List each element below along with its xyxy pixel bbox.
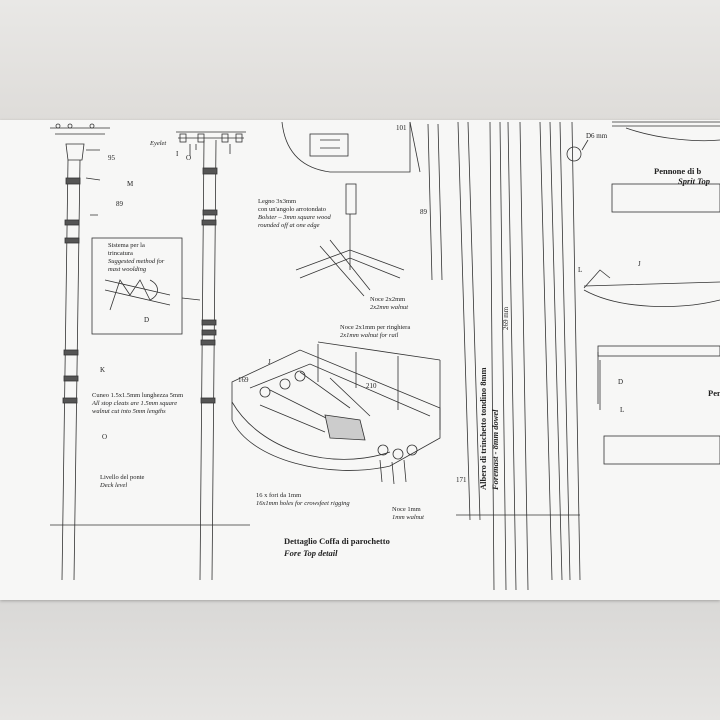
second-mast — [176, 131, 246, 581]
lashing-note-it: Sistema per la — [108, 242, 145, 249]
callout-95: 95 — [108, 154, 115, 162]
walnut1-note-en: 1mm walnut — [392, 514, 424, 521]
callout-169: 169 — [238, 376, 249, 384]
bolster-cross — [295, 183, 405, 297]
callout-m: M — [127, 180, 134, 188]
right-partial-label: Pen — [708, 388, 720, 398]
callout-171: 171 — [456, 476, 467, 484]
walnut2-note-it: Noce 2x2mm — [370, 296, 406, 303]
callout-o-top: O — [186, 154, 192, 162]
callout-o-left: O — [102, 433, 108, 441]
technical-drawing — [50, 121, 720, 591]
bolster-note-it: Legno 3x3mm — [258, 198, 297, 205]
lashing-note-en2: mast woolding — [108, 266, 147, 273]
callout-eyelet: Eyelet — [150, 140, 167, 147]
right-details — [566, 121, 720, 465]
cleats-note-it: Cuneo 1.5x1.5mm lunghezza 5mm — [92, 392, 184, 399]
walnut2-note-en: 2x2mm walnut — [370, 304, 409, 311]
bolster-note-en: Bolster – 3mm square wood — [258, 214, 331, 221]
deck-level-it: Livello del ponte — [100, 474, 145, 481]
bolster-note-en2: rounded off at one edge — [258, 222, 320, 229]
callout-d6mm: D6 mm — [586, 132, 608, 140]
length-269mm: 269 mm — [502, 306, 510, 330]
callout-l-right: L — [620, 406, 625, 414]
background-top — [0, 0, 720, 122]
fore-top-title-it: Dettaglio Coffa di parochetto — [284, 536, 390, 546]
top-platform-top — [281, 121, 421, 173]
callout-210: 210 — [366, 382, 377, 390]
deck-level-en: Deck level — [100, 482, 128, 489]
sprit-label-en: Sprit Top — [678, 176, 711, 186]
walnut1-note-it: Noce 1mm — [392, 506, 421, 513]
holes-note-en: 16x1mm holes for crowsfeet rigging — [256, 500, 350, 507]
dowel-lines — [427, 121, 581, 591]
lashing-note-it2: trincatura — [108, 250, 133, 257]
bolster-note-it2: con un'angolo arrotondato — [258, 206, 326, 213]
rail-note-it: Noce 2x1mm per ringhiera — [340, 324, 411, 331]
callout-j-mid: J — [268, 358, 271, 366]
foremast-label-en: Foremast - 8mm dowel — [490, 409, 500, 490]
callout-89-mid: 89 — [420, 208, 427, 216]
callout-101: 101 — [396, 124, 407, 132]
callout-d-right: D — [618, 378, 624, 386]
callout-l: L — [578, 266, 583, 274]
rail-note-en: 2x1mm walnut for rail — [340, 332, 399, 339]
fore-top-title-en: Fore Top detail — [284, 548, 338, 558]
callout-89: 89 — [116, 200, 123, 208]
holes-note-it: 16 x fori da 1mm — [256, 492, 302, 499]
callout-j-right: J — [638, 260, 641, 268]
callout-i-top: I — [176, 150, 179, 158]
lashing-detail — [91, 237, 201, 335]
fore-top-detail — [231, 341, 441, 485]
callout-d-left: D — [144, 316, 150, 324]
plan-sheet: 95 M 89 Sistema per la trincatura Sugges… — [0, 120, 720, 600]
callout-k: K — [100, 366, 106, 374]
lashing-note-en: Suggested method for — [108, 258, 165, 265]
background-bottom — [0, 598, 720, 720]
cleats-note-en2: walnut cut into 5mm lengths — [92, 408, 166, 415]
left-mast — [50, 123, 110, 581]
foremast-label-it: Albero di trinchetto tondino 8mm — [478, 367, 488, 490]
sprit-label-it: Pennone di b — [654, 166, 702, 176]
cleats-note-en: All stop cleats are 1.5mm square — [92, 400, 178, 407]
